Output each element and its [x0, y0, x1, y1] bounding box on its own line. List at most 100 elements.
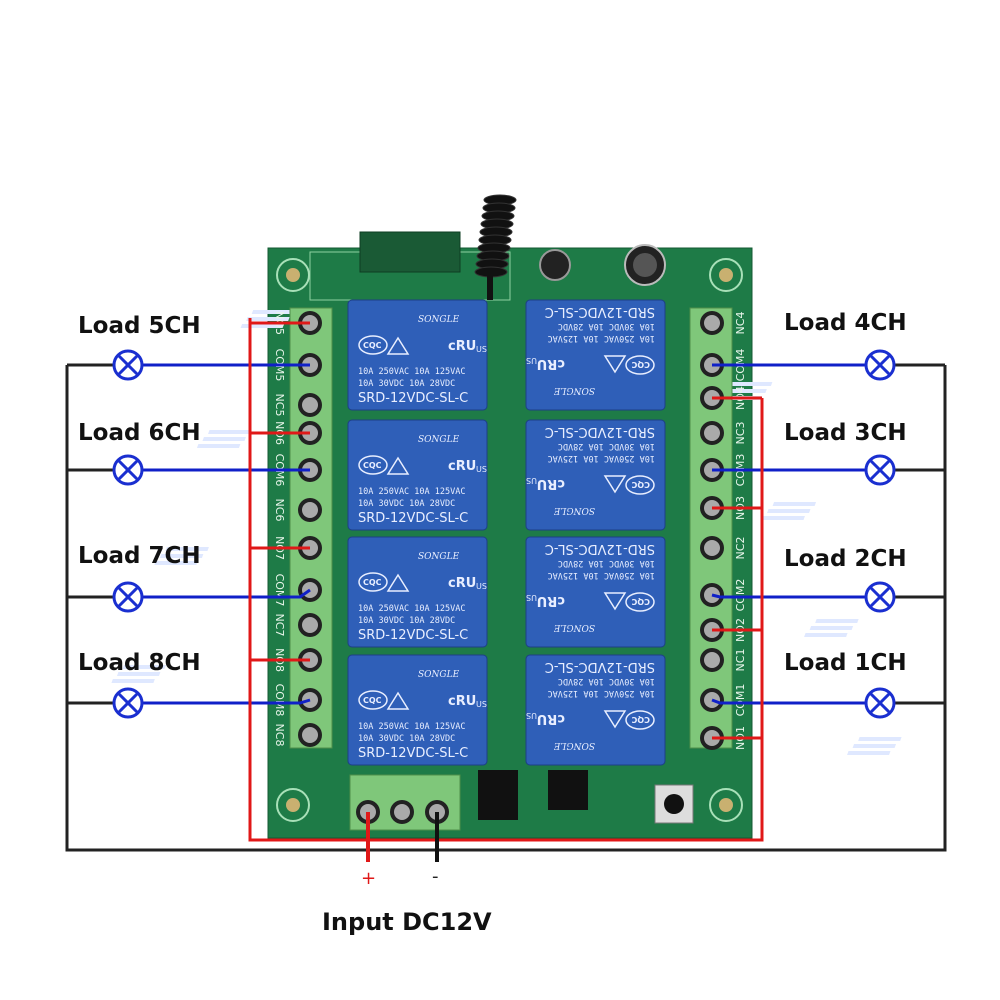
relay-model: SRD-12VDC-SL-C — [545, 424, 655, 439]
relay-cert: CQC — [363, 461, 382, 470]
relay-body — [525, 536, 666, 648]
relay-body — [525, 299, 666, 411]
cqc-logo-icon — [625, 592, 655, 612]
terminal-label-left: COM8 — [273, 684, 286, 717]
relay-cert: CQC — [631, 480, 650, 489]
relay-cert: CQC — [631, 715, 650, 724]
mounting-screw — [286, 268, 300, 282]
relay-model: SRD-12VDC-SL-C — [358, 391, 468, 406]
terminal-label-left: NC8 — [273, 724, 286, 747]
relay-cert: CQC — [631, 597, 650, 606]
triangle-mark-icon — [603, 475, 627, 494]
load-6ch-label: Load 6CH — [78, 420, 201, 446]
lamp-cross — [868, 691, 892, 715]
ul-mark-icon: cRU — [537, 356, 565, 371]
terminal-label-right: COM2 — [734, 579, 747, 612]
relay-body — [347, 536, 488, 648]
terminal-block-right — [689, 307, 733, 749]
songle-logo-icon — [202, 437, 246, 441]
cqc-logo-icon — [625, 475, 655, 495]
triangle-mark-icon — [603, 355, 627, 374]
relay-cert: CQC — [363, 341, 382, 350]
relay-brand: SONGLE — [553, 740, 595, 750]
relay-body — [347, 419, 488, 531]
neutral-wire-loop — [65, 365, 947, 852]
relay-rating-dc: 10A 30VDC 10A 28VDC — [358, 499, 455, 509]
relay-ul: US — [526, 711, 537, 720]
relay-body — [525, 419, 666, 531]
relay-rating-ac: 10A 250VAC 10A 125VAC — [358, 487, 465, 497]
mounting-hole — [709, 788, 743, 822]
relay-rating-ac: 10A 250VAC 10A 125VAC — [548, 333, 655, 343]
songle-logo-icon — [809, 626, 854, 630]
terminal-label-right: NC3 — [734, 422, 747, 445]
terminal-screw-head — [704, 652, 720, 668]
songle-logo-icon — [246, 317, 290, 321]
songle-logo-icon — [196, 444, 241, 448]
terminal-screw-head — [302, 617, 318, 633]
ic-chip — [478, 770, 518, 820]
load-wire-left — [140, 698, 311, 705]
relay-brand: SONGLE — [553, 622, 595, 632]
load-3ch-label: Load 3CH — [784, 420, 907, 446]
songle-logo-icon — [804, 633, 848, 637]
terminal-label-left: NC7 — [273, 614, 286, 637]
relay-ul: US — [476, 465, 487, 474]
relay-rating-dc: 10A 30VDC 10A 28VDC — [558, 441, 655, 451]
lamp-cross — [868, 585, 892, 609]
songle-logo-icon — [251, 310, 296, 314]
ul-mark-icon: cRU — [448, 339, 476, 354]
learn-button-cap — [664, 794, 684, 814]
relay-rating-dc: 10A 30VDC 10A 28VDC — [558, 676, 655, 686]
relay-cert: CQC — [631, 360, 650, 369]
mounting-hole — [276, 258, 310, 292]
load-4ch-label: Load 4CH — [784, 310, 907, 336]
terminal-label-left: NC6 — [273, 499, 286, 522]
pcb-board — [267, 247, 753, 839]
cqc-logo-icon — [625, 355, 655, 375]
ul-mark-icon: cRU — [448, 459, 476, 474]
load-wire-left — [140, 588, 311, 599]
lamp-cross — [116, 585, 140, 609]
terminal-screw-head — [704, 425, 720, 441]
relay-model: SRD-12VDC-SL-C — [358, 746, 468, 761]
triangle-mark-icon — [386, 336, 410, 355]
lamp-cross — [868, 353, 892, 377]
songle-logo-icon — [723, 389, 767, 393]
relay-cert: CQC — [363, 696, 382, 705]
songle-logo-icon — [772, 502, 817, 506]
relay-ul: US — [526, 476, 537, 485]
relay-ul: US — [476, 345, 487, 354]
songle-logo-icon — [767, 509, 811, 513]
lamp-cross — [116, 353, 140, 377]
relay-rating-ac: 10A 250VAC 10A 125VAC — [358, 604, 465, 614]
relay-brand: SONGLE — [418, 315, 460, 325]
relay-rating-ac: 10A 250VAC 10A 125VAC — [358, 722, 465, 732]
songle-logo-icon — [847, 751, 891, 755]
relay-rating-ac: 10A 250VAC 10A 125VAC — [548, 688, 655, 698]
songle-logo-icon — [728, 382, 773, 386]
relay-cert: CQC — [363, 578, 382, 587]
load-7ch-label: Load 7CH — [78, 543, 201, 569]
mounting-screw — [286, 798, 300, 812]
ul-mark-icon: cRU — [537, 711, 565, 726]
songle-logo-icon — [154, 561, 198, 565]
live-wire-bus — [248, 318, 764, 842]
cqc-logo-icon — [358, 335, 388, 355]
relay-rating-dc: 10A 30VDC 10A 28VDC — [558, 321, 655, 331]
terminal-label-left: NC5 — [273, 394, 286, 417]
terminal-label-right: NC2 — [734, 537, 747, 560]
terminal-screw-head — [704, 315, 720, 331]
relay-body — [347, 299, 488, 411]
cqc-logo-icon — [358, 690, 388, 710]
minus-sign: - — [432, 866, 439, 887]
ul-mark-icon: cRU — [448, 694, 476, 709]
rf-module — [359, 231, 461, 273]
relay-model: SRD-12VDC-SL-C — [358, 628, 468, 643]
relay-rating-dc: 10A 30VDC 10A 28VDC — [358, 379, 455, 389]
